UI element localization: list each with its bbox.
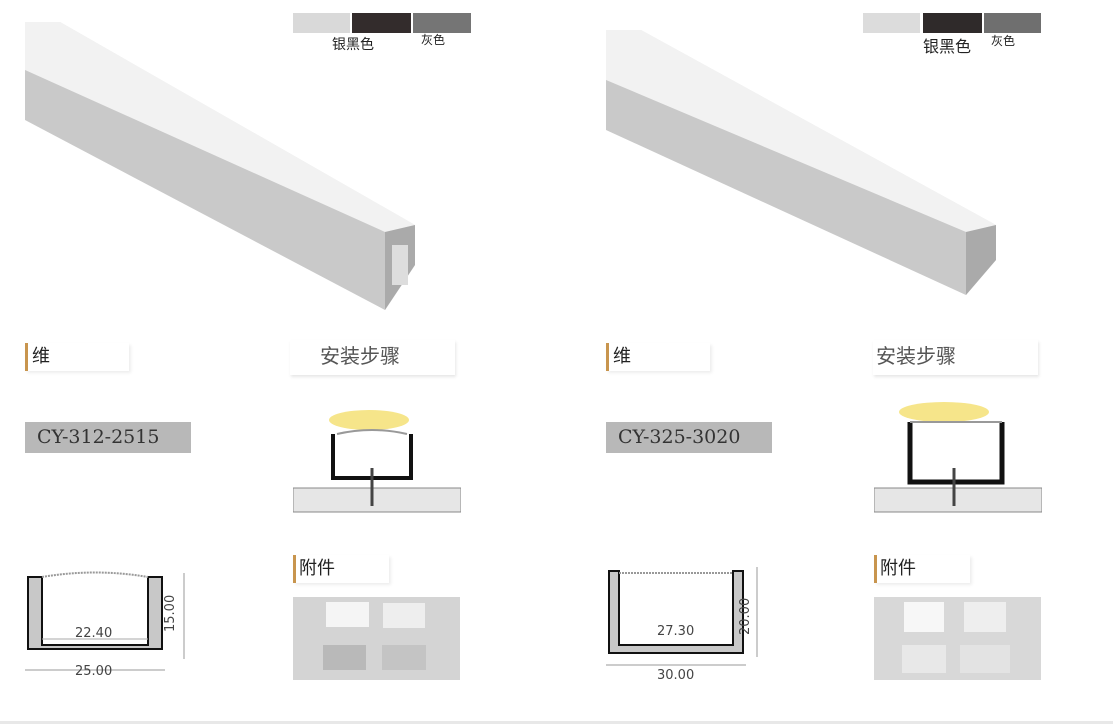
swatch-label-silver-black: 银黑色: [332, 37, 374, 53]
swatch-label-gray: 灰色: [421, 33, 446, 47]
inner-width-label: 22.40: [75, 626, 113, 641]
color-swatch-gray: [984, 13, 1041, 33]
accessories-image: [293, 597, 460, 680]
model-number: CY-325-3020: [606, 422, 772, 453]
color-swatch-silver: [293, 13, 350, 33]
product-column-1: 银黑色 灰色 维 安装步骤 CY-312-2515 22.40 25.00 15…: [25, 13, 471, 680]
color-swatch-black: [923, 13, 982, 33]
height-label: 20.00: [738, 597, 753, 635]
profile-product-image: [25, 22, 415, 310]
install-diagram: [874, 402, 1042, 513]
mounting-clip: [960, 645, 1010, 673]
accessories-header: 附件: [874, 555, 970, 583]
end-cap: [383, 603, 425, 628]
inner-width-label: 27.30: [657, 624, 695, 639]
install-steps-title: 安装步骤: [873, 340, 1038, 375]
mounting-clip: [323, 645, 366, 670]
mounting-clip: [902, 645, 946, 673]
accessories-header: 附件: [293, 555, 389, 583]
color-swatch-gray: [413, 13, 471, 33]
swatch-label-silver-black: 银黑色: [923, 37, 972, 56]
height-label: 15.00: [163, 594, 178, 632]
profile-product-image: [606, 30, 996, 295]
end-cap: [904, 602, 944, 632]
page-bottom-divider: [0, 721, 1113, 724]
end-cap: [964, 602, 1006, 632]
cross-section-diagram: [606, 567, 758, 666]
cross-section-diagram: [25, 571, 185, 671]
mounting-clip: [382, 645, 426, 670]
model-number: CY-312-2515: [25, 422, 191, 453]
color-swatch-black: [352, 13, 411, 33]
install-diagram: [293, 410, 461, 513]
dimension-header: 维: [25, 343, 129, 371]
accessories-image: [874, 597, 1041, 680]
outer-width-label: 30.00: [657, 668, 695, 683]
dimension-header: 维: [606, 343, 710, 371]
end-cap: [326, 602, 369, 627]
outer-width-label: 25.00: [75, 664, 113, 679]
color-swatch-silver: [863, 13, 920, 33]
swatch-label-gray: 灰色: [991, 34, 1016, 48]
product-column-2: 银黑色 灰色 维 安装步骤 CY-325-3020 27.30 30.00 20…: [581, 0, 1113, 724]
install-steps-title: 安装步骤: [290, 340, 455, 375]
